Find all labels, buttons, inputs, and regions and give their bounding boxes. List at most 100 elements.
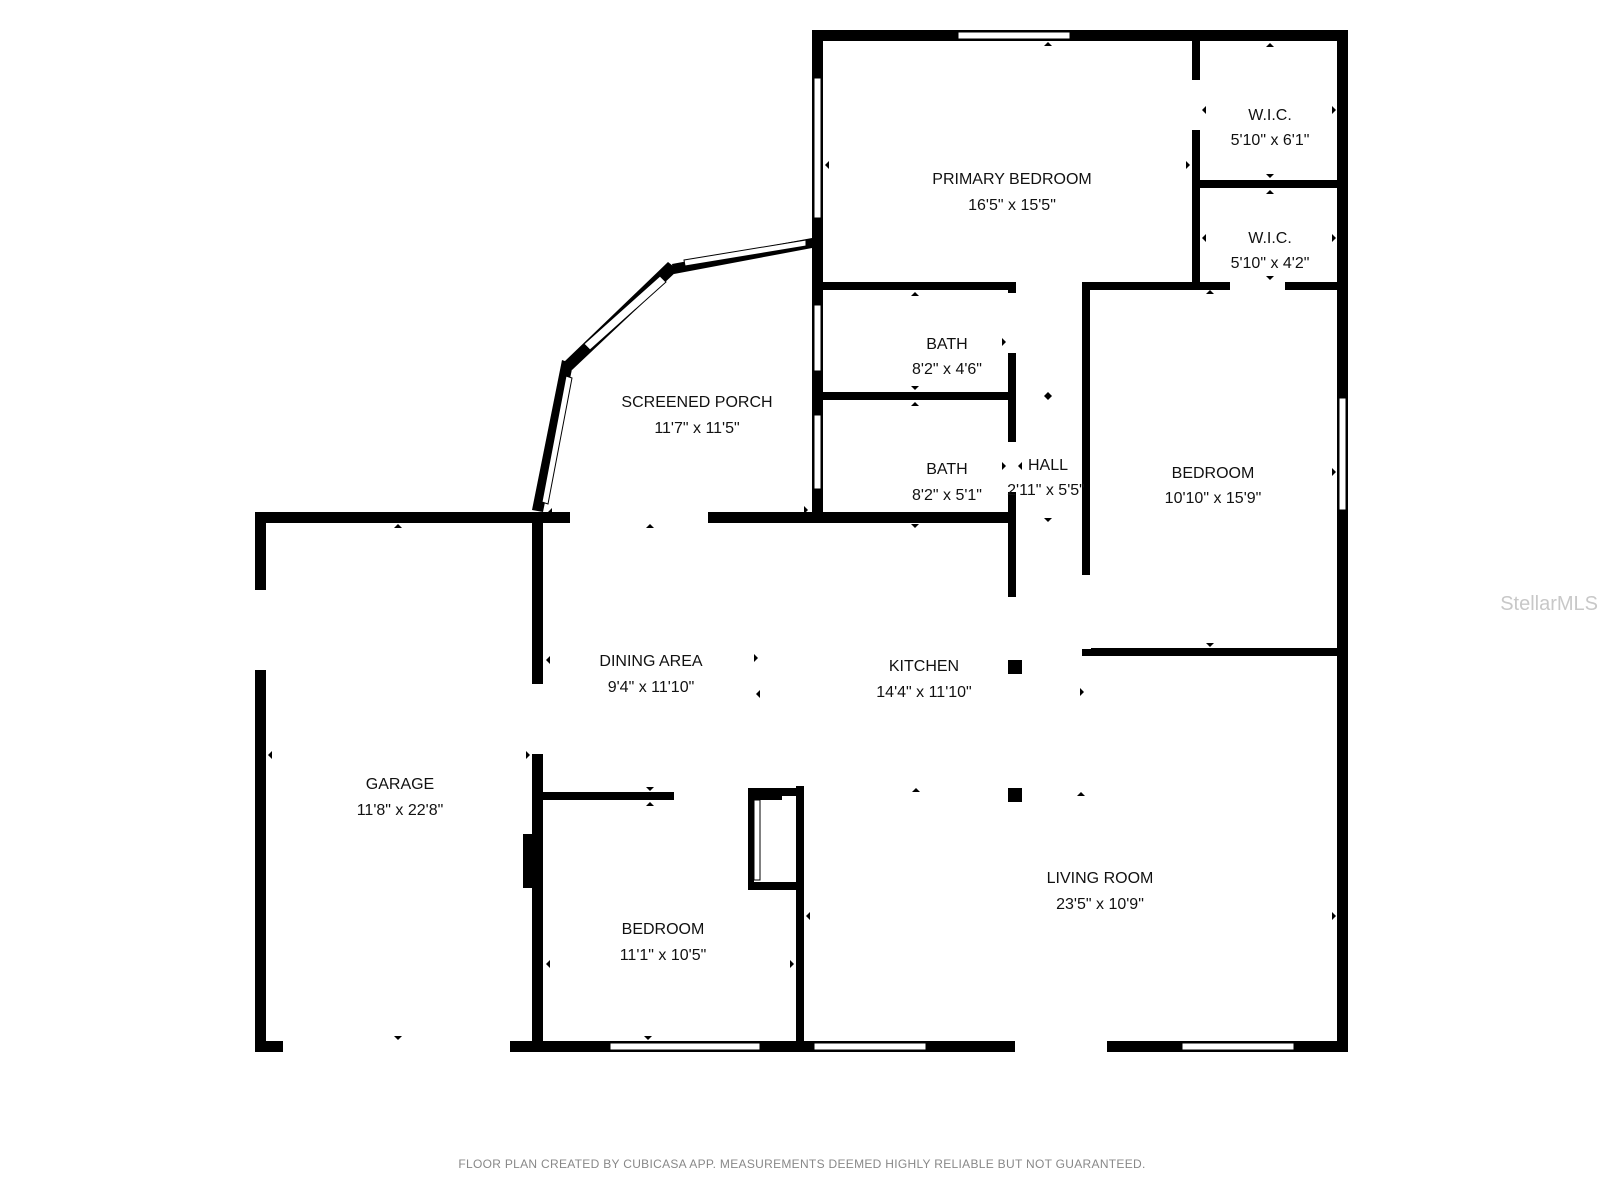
tick [1044, 396, 1052, 400]
closet-door [753, 799, 761, 881]
room-dims-kitchen: 14'4" x 11'10" [876, 684, 971, 701]
room-name-primary-bedroom: PRIMARY BEDROOM [932, 171, 1091, 188]
tick [1332, 468, 1336, 476]
tick [646, 787, 654, 791]
column [1008, 660, 1022, 674]
room-name-bedroom-east: BEDROOM [1172, 465, 1255, 482]
room-dims-bath-2: 8'2" x 5'1" [912, 487, 982, 504]
tick [804, 506, 808, 514]
door-opening [570, 511, 708, 524]
door-opening [1081, 575, 1091, 649]
wall [255, 512, 570, 523]
wall [796, 786, 804, 1052]
tick [526, 751, 530, 759]
tick [546, 656, 550, 664]
tick [394, 1036, 402, 1040]
room-name-wic-2: W.I.C. [1248, 230, 1292, 247]
wall [748, 788, 754, 890]
wall [812, 392, 1016, 400]
room-dims-living-room: 23'5" x 10'9" [1056, 896, 1144, 913]
door-opening [1230, 281, 1285, 291]
room-name-garage: GARAGE [366, 776, 434, 793]
window [813, 414, 822, 490]
room-name-wic-1: W.I.C. [1248, 107, 1292, 124]
window [813, 77, 822, 219]
wall [812, 30, 823, 522]
tick [1080, 688, 1084, 696]
tick [1002, 462, 1006, 470]
tick [1002, 338, 1006, 346]
room-name-bedroom-south: BEDROOM [622, 921, 705, 938]
room-name-dining-area: DINING AREA [599, 653, 702, 670]
tick [1266, 276, 1274, 280]
tick [646, 802, 654, 806]
room-name-bath-2: BATH [926, 461, 967, 478]
walls [255, 30, 1348, 1052]
wall [1082, 282, 1090, 654]
tick [911, 516, 919, 520]
wall [748, 788, 800, 796]
tick [1018, 462, 1022, 470]
tick [1044, 518, 1052, 522]
garage-door-opening [283, 1040, 510, 1053]
door-opening [1191, 80, 1201, 130]
room-dims-bedroom-south: 11'1" x 10'5" [620, 947, 707, 964]
window [813, 1042, 927, 1051]
room-dims-dining-area: 9'4" x 11'10" [608, 679, 695, 696]
door-opening [674, 791, 748, 801]
wall [1192, 180, 1348, 188]
tick [806, 912, 810, 920]
tick [1332, 234, 1336, 242]
wall [255, 512, 266, 1052]
tick [1044, 392, 1052, 396]
tick [1206, 290, 1214, 294]
window [957, 31, 1071, 40]
wall [748, 882, 800, 890]
tick [646, 524, 654, 528]
room-name-kitchen: KITCHEN [889, 658, 959, 675]
porch-window [583, 275, 667, 351]
tick [1332, 106, 1336, 114]
wall [1192, 30, 1200, 285]
tick [1332, 912, 1336, 920]
tick [911, 524, 919, 528]
door-opening [531, 684, 544, 754]
window [813, 304, 822, 372]
tick [268, 751, 272, 759]
porch-window [541, 375, 573, 505]
tick [1202, 106, 1206, 114]
wall [1008, 392, 1016, 597]
tick [825, 161, 829, 169]
door-opening [1015, 1040, 1107, 1053]
tick [1206, 643, 1214, 647]
tick [912, 788, 920, 792]
column [1008, 788, 1022, 802]
tick [394, 524, 402, 528]
door-opening [254, 590, 267, 670]
room-name-hall: HALL [1028, 457, 1068, 474]
tick [644, 1036, 652, 1040]
room-dims-bath-1: 8'2" x 4'6" [912, 361, 982, 378]
tick [1077, 792, 1085, 796]
openings [254, 80, 1285, 1053]
wall [1337, 30, 1348, 1052]
tick [1266, 174, 1274, 178]
wall [812, 30, 1348, 41]
wall [812, 282, 1016, 290]
room-dims-primary-bedroom: 16'5" x 15'5" [968, 197, 1056, 214]
room-dims-bedroom-east: 10'10" x 15'9" [1165, 490, 1262, 507]
tick [790, 960, 794, 968]
tick [756, 690, 760, 698]
tick [911, 386, 919, 390]
door-opening [1007, 293, 1017, 353]
door-opening [1007, 442, 1017, 492]
wall [1082, 282, 1348, 290]
tick [1186, 161, 1190, 169]
wall [708, 512, 1016, 523]
room-dims-garage: 11'8" x 22'8" [357, 802, 444, 819]
tick [1266, 190, 1274, 194]
wall [532, 792, 782, 800]
door-opening [1016, 383, 1082, 392]
room-dims-wic-1: 5'10" x 6'1" [1231, 132, 1310, 149]
